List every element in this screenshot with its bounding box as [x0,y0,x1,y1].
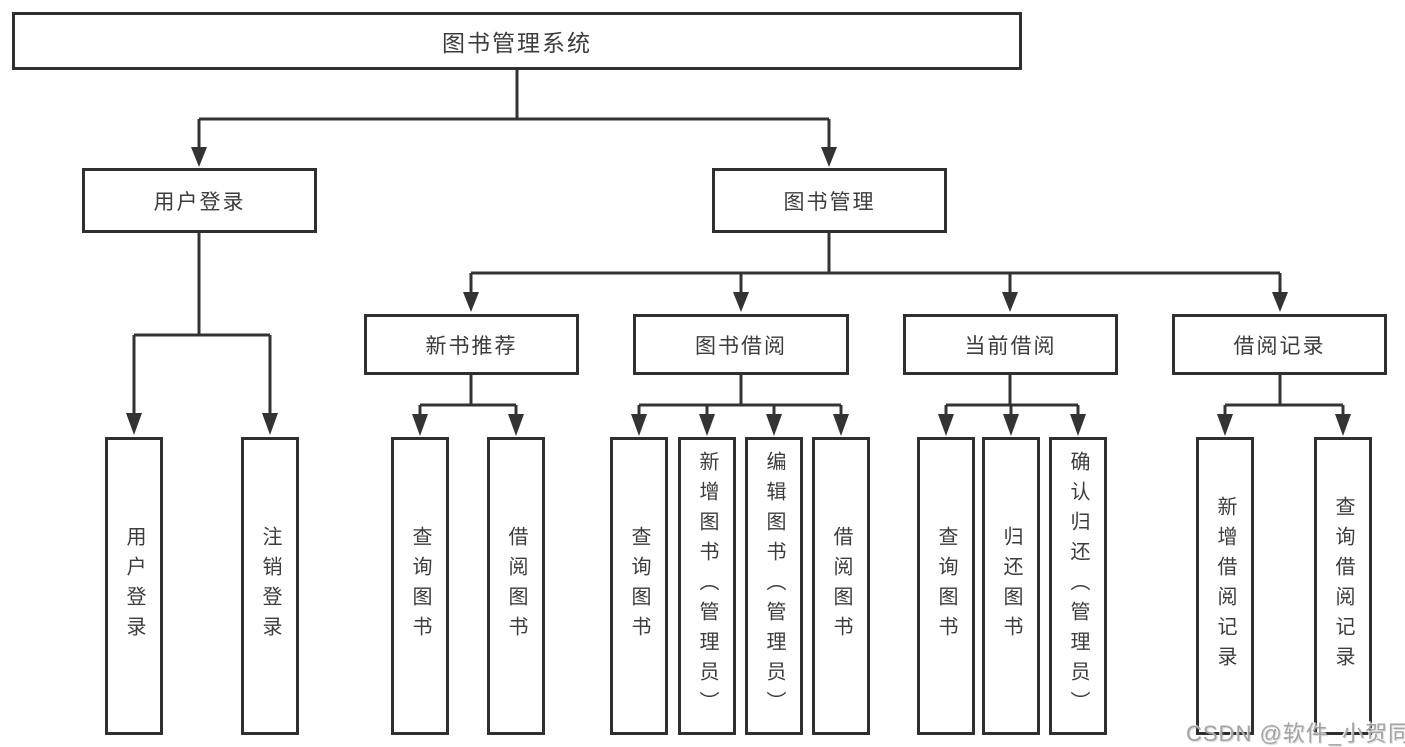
node-borrow-records: 借阅记录 [1172,314,1387,375]
leaf-query-books-current: 查询图书 [917,437,975,735]
leaf-logout-login-label: 注销登录 [259,526,281,646]
leaf-edit-books-admin-label: 编辑图书（管理员） [763,451,785,721]
node-new-book-recommend-label: 新书推荐 [425,334,518,358]
leaf-user-login-label: 用户登录 [123,526,145,646]
node-borrow-records-label: 借阅记录 [1233,334,1326,358]
leaf-borrow-books-label: 借阅图书 [830,526,852,646]
leaf-return-books-label: 归还图书 [1000,526,1022,646]
node-book-management-label: 图书管理 [783,190,876,214]
node-user-login: 用户登录 [82,168,317,233]
leaf-edit-books-admin: 编辑图书（管理员） [745,437,803,735]
leaf-borrow-books-recommend-label: 借阅图书 [505,526,527,646]
node-current-borrow: 当前借阅 [903,314,1118,375]
leaf-confirm-return-admin-label: 确认归还（管理员） [1067,451,1089,721]
node-book-borrow: 图书借阅 [633,314,849,375]
node-current-borrow-label: 当前借阅 [964,334,1057,358]
node-root-label: 图书管理系统 [442,30,592,56]
leaf-confirm-return-admin: 确认归还（管理员） [1049,437,1107,735]
node-user-login-label: 用户登录 [153,190,246,214]
leaf-borrow-books-recommend: 借阅图书 [487,437,545,735]
node-book-borrow-label: 图书借阅 [695,334,787,358]
leaf-logout-login: 注销登录 [241,437,299,735]
leaf-add-books-admin-label: 新增图书（管理员） [696,451,718,721]
leaf-query-books-recommend: 查询图书 [391,437,449,735]
node-book-management: 图书管理 [712,168,947,233]
leaf-return-books: 归还图书 [982,437,1040,735]
node-root: 图书管理系统 [12,12,1022,70]
leaf-add-borrow-record: 新增借阅记录 [1196,437,1254,735]
leaf-add-borrow-record-label: 新增借阅记录 [1214,496,1236,676]
node-new-book-recommend: 新书推荐 [364,314,579,375]
leaf-query-books-current-label: 查询图书 [935,526,957,646]
leaf-add-books-admin: 新增图书（管理员） [678,437,736,735]
leaf-query-borrow-record-label: 查询借阅记录 [1332,496,1354,676]
leaf-borrow-books: 借阅图书 [812,437,870,735]
watermark: CSDN @软件_小贺同学 [1186,721,1405,746]
leaf-query-books-borrow: 查询图书 [610,437,668,735]
leaf-query-books-recommend-label: 查询图书 [409,526,431,646]
leaf-query-books-borrow-label: 查询图书 [628,526,650,646]
leaf-user-login: 用户登录 [105,437,163,735]
leaf-query-borrow-record: 查询借阅记录 [1314,437,1372,735]
